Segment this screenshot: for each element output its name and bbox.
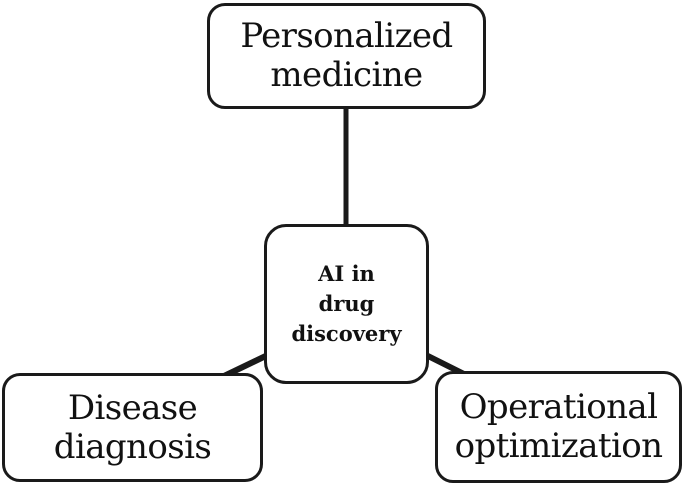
node-personalized-medicine-label: Personalized medicine xyxy=(240,16,453,95)
node-operational-optimization-label: Operational optimization xyxy=(454,387,663,466)
node-disease-diagnosis-label: Disease diagnosis xyxy=(53,387,212,467)
node-disease-diagnosis: Disease diagnosis xyxy=(2,373,263,482)
node-ai-in-drug-discovery-label: AI in drug discovery xyxy=(291,261,402,346)
node-ai-in-drug-discovery: AI in drug discovery xyxy=(264,224,429,384)
node-operational-optimization: Operational optimization xyxy=(435,371,682,483)
node-personalized-medicine: Personalized medicine xyxy=(207,3,486,109)
